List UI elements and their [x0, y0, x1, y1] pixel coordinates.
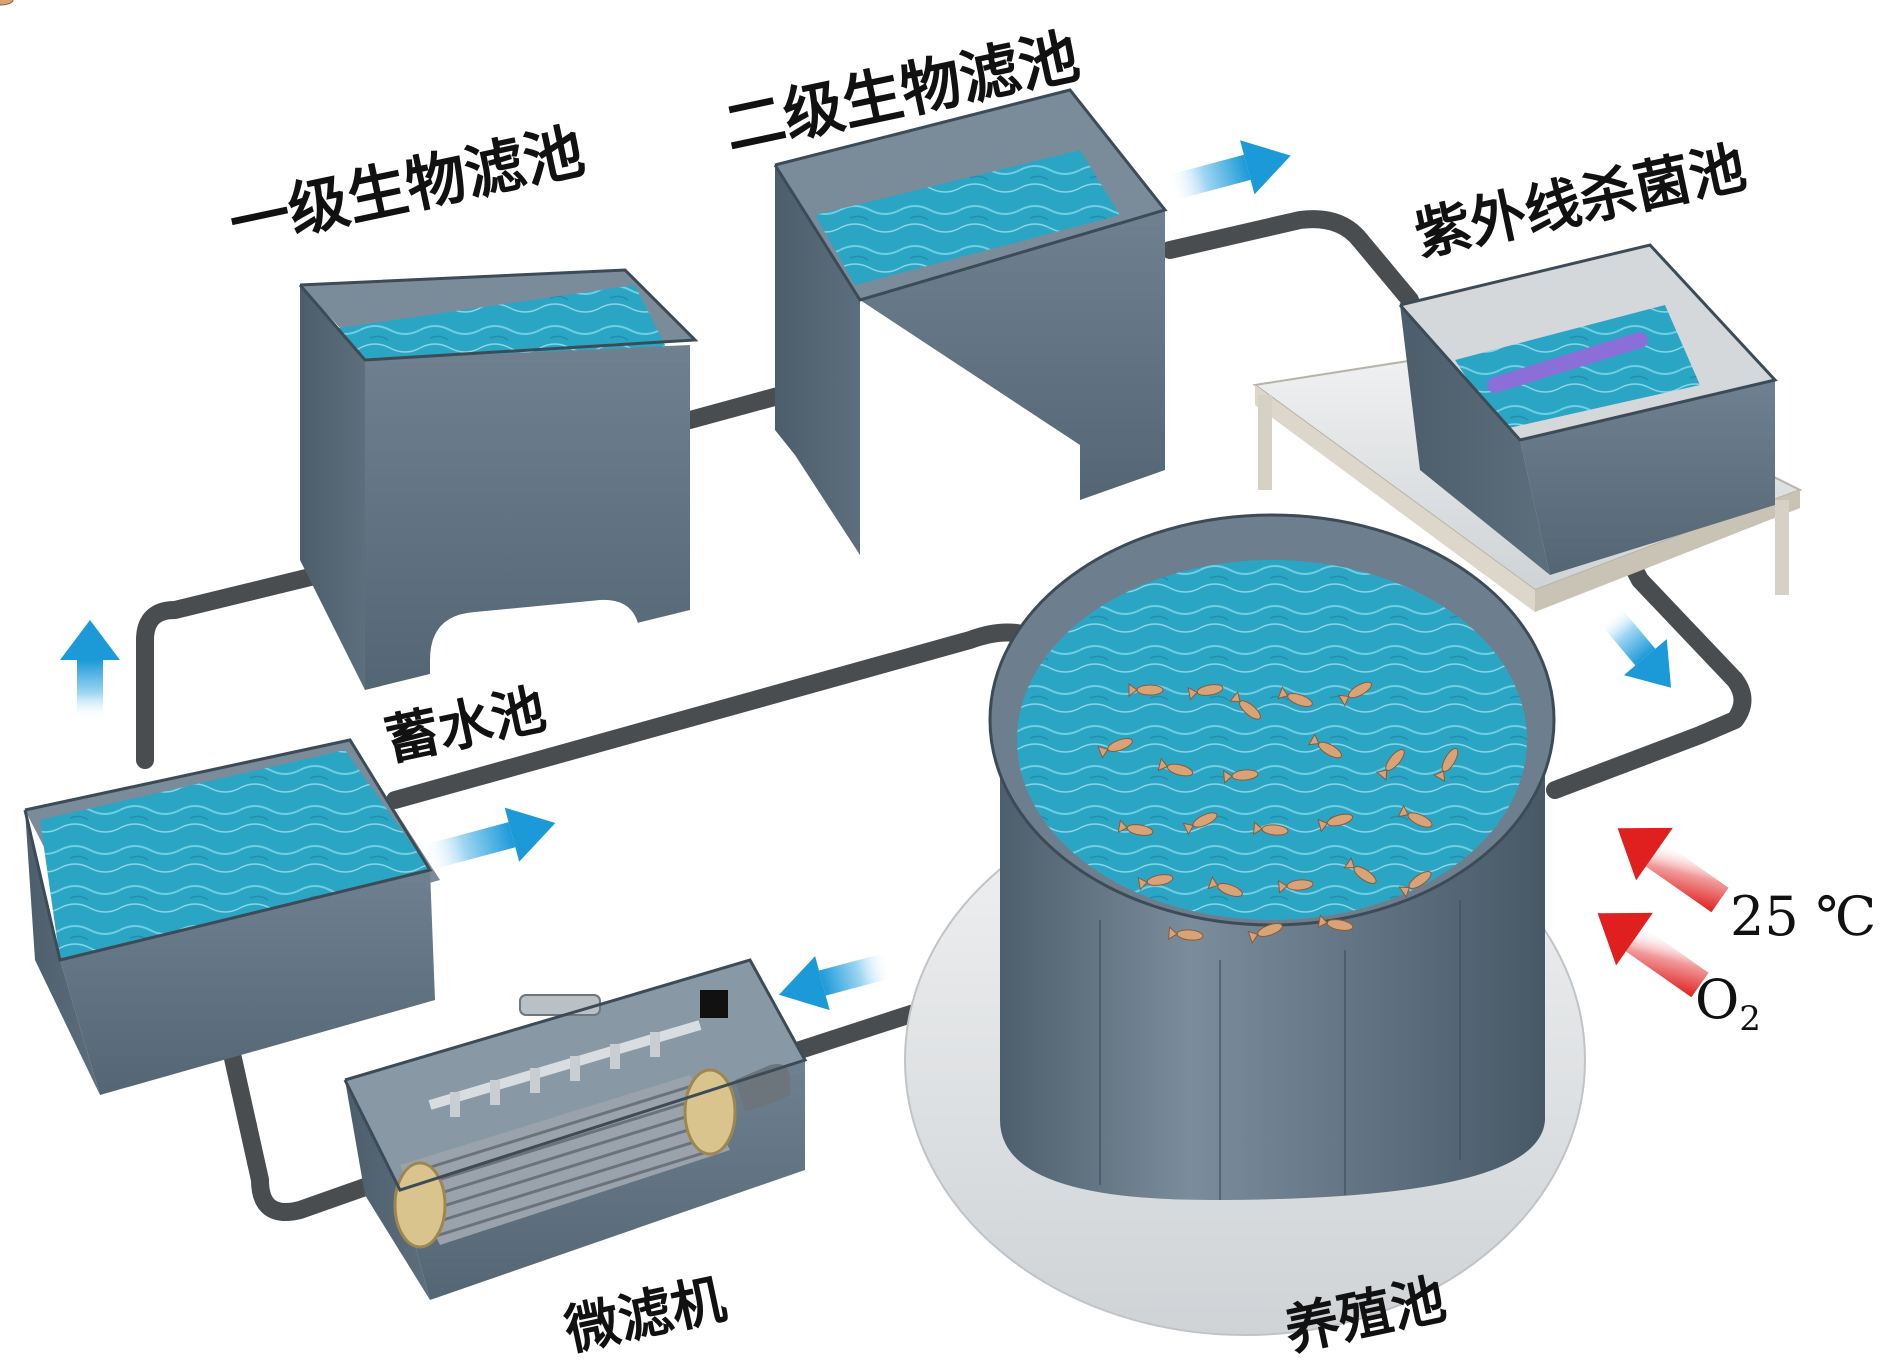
pipe-microfilter-to-reservoir: [211, 991, 394, 1221]
culture-water: [1017, 560, 1527, 920]
pipe-reservoir-to-filter1: [136, 551, 389, 769]
pipe-uv-to-culture: [1546, 496, 1752, 799]
temperature-input-arrow: [1617, 827, 1729, 913]
filter-tank-1: [298, 268, 699, 690]
pipe-filter2-to-uv: [1161, 210, 1419, 309]
label-filter1: 一级生物滤池: [224, 116, 591, 259]
microfilter-machine: [343, 958, 808, 1300]
label-temperature: 25 ℃: [1730, 885, 1876, 948]
microfilter-drum: [393, 1068, 737, 1249]
filter2-water: [815, 150, 1120, 285]
flow-arrows: [60, 140, 1672, 1011]
pipe-network: [136, 210, 1752, 1221]
label-microfilter: 微滤机: [559, 1267, 732, 1363]
oxygen-input-arrow: [1597, 912, 1709, 998]
reservoir-water: [40, 750, 430, 960]
flow-arrow-right-middle: [421, 807, 556, 871]
flow-arrow-left: [778, 952, 894, 1011]
label-oxygen-base: O: [1695, 968, 1739, 1031]
flow-arrow-right-top: [1166, 140, 1291, 201]
culture-pool: [0, 0, 1586, 1336]
filter-tank-2: [773, 88, 1168, 555]
flow-arrow-up: [60, 620, 120, 720]
flow-arrow-down: [1600, 606, 1672, 688]
reservoir-tank: [23, 738, 440, 1095]
label-uv: 紫外线杀菌池: [1409, 135, 1751, 268]
uv-sterilization-tank: [1252, 243, 1803, 640]
uv-lamp: [1487, 332, 1648, 393]
input-arrows: [1597, 827, 1729, 998]
fish-school: [0, 0, 1463, 944]
label-oxygen: O2: [1695, 968, 1761, 1039]
label-oxygen-sub: 2: [1739, 999, 1761, 1039]
